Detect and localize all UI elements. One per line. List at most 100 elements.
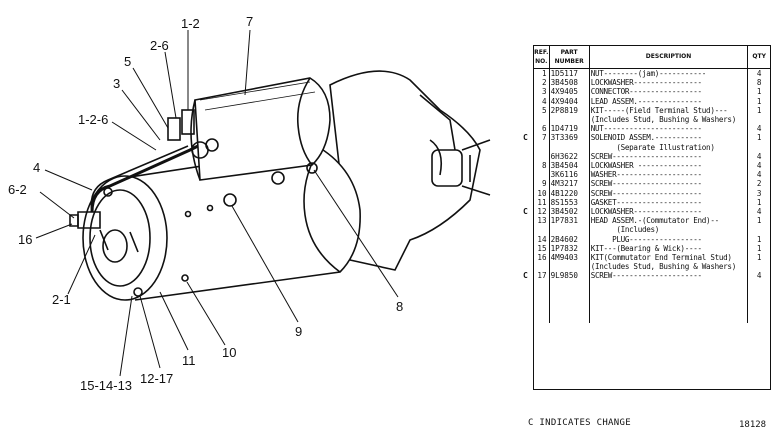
change-marker: C (523, 133, 528, 143)
cell-qty: 4 (747, 161, 770, 171)
header-qty: QTY (747, 46, 770, 69)
cell-part: 2P8819 (548, 105, 590, 116)
table-row: (Includes) (534, 225, 770, 235)
cell-ref (534, 170, 549, 179)
cell-part (548, 115, 590, 125)
cell-part: 3B4508 (548, 78, 590, 88)
table-row: (Includes Stud, Bushing & Washers) (534, 262, 770, 272)
callout-10: 10 (222, 345, 236, 360)
blank-cell (534, 281, 549, 323)
cell-ref: 6 (541, 124, 547, 134)
cell-desc: NUT----------------------- (588, 124, 748, 134)
cell-part: 8S1553 (548, 197, 590, 208)
cell-ref: 8 (541, 161, 547, 171)
callout-labels: 7 1-2 2-6 5 3 1-2-6 4 6-2 16 2-1 15-14-1… (8, 14, 403, 393)
cell-part (548, 262, 590, 272)
cell-ref: 10 (537, 188, 547, 198)
cell-part: 3K6116 (548, 170, 590, 180)
cell-ref: 7 (541, 133, 547, 143)
cell-desc: GASKET-------------------- (588, 197, 748, 208)
callout-7: 7 (246, 14, 253, 29)
cell-ref (534, 262, 549, 271)
cell-qty: 1 (747, 243, 770, 254)
cell-desc: SCREW--------------------- (588, 271, 748, 281)
blank-cell (747, 280, 770, 323)
cell-ref: 4 (541, 96, 547, 106)
cell-desc: LOCKWASHER---------------- (588, 78, 748, 88)
cell-ref: 13 (537, 216, 547, 226)
cell-part: 3B4502 (548, 207, 590, 217)
cell-qty: 1 (747, 133, 770, 143)
table-row: (Separate Illustration) (534, 142, 770, 152)
cell-qty: 1 (747, 234, 770, 244)
cell-qty: 1 (747, 197, 770, 208)
cell-part: 3T3369 (548, 133, 590, 143)
cell-ref: 5 (541, 105, 547, 115)
cell-part: 6H3622 (548, 151, 590, 162)
cell-qty: 3 (747, 188, 770, 198)
cell-qty (747, 115, 770, 125)
callout-16: 16 (18, 232, 32, 247)
cell-ref: 14 (537, 234, 547, 244)
cell-part: 1P7831 (548, 216, 590, 226)
cell-desc: LOCKWASHER---------------- (588, 207, 748, 217)
cell-ref: 9 (541, 179, 547, 189)
cell-qty: 4 (747, 68, 770, 79)
cell-desc: SCREW--------------------- (588, 188, 748, 198)
cell-ref: 11 (537, 197, 547, 207)
header-ref-no: REF. NO. (534, 46, 550, 69)
cell-ref: 16 (537, 253, 547, 263)
cell-part: 4B1220 (548, 188, 590, 198)
cell-part: 1D5117 (548, 68, 590, 79)
cell-qty (747, 142, 770, 152)
cell-qty: 8 (747, 78, 770, 88)
cell-ref (534, 152, 549, 161)
cell-desc: KIT---(Bearing & Wick)---- (588, 243, 748, 254)
callout-3: 3 (113, 76, 120, 91)
cell-qty: 1 (747, 216, 770, 226)
callout-8: 8 (396, 299, 403, 314)
cell-qty: 2 (747, 179, 770, 189)
cell-ref (534, 225, 549, 234)
starter-motor-drawing (69, 70, 491, 301)
table-header-row: REF. NO. PART NUMBER DESCRIPTION QTY (534, 46, 770, 69)
table-blank-space (534, 280, 770, 323)
cell-ref (534, 115, 549, 124)
cell-ref: 12 (537, 207, 547, 217)
cell-qty: 1 (747, 105, 770, 116)
cell-qty: 4 (747, 170, 770, 180)
cell-desc: (Includes Stud, Bushing & Washers) (588, 115, 748, 125)
callout-9: 9 (295, 324, 302, 339)
cell-ref: 1 (541, 69, 547, 78)
cell-desc: PLUG----------------- (588, 234, 748, 244)
illustration-number: 18128 (739, 420, 767, 430)
cell-desc: SCREW--------------------- (588, 151, 748, 162)
leader-lines (35, 29, 399, 377)
cell-qty: 1 (747, 87, 770, 97)
cell-part: 4X9404 (548, 96, 590, 106)
cell-qty: 4 (747, 124, 770, 134)
cell-qty: 1 (747, 253, 770, 263)
cell-desc: LEAD ASSEM.--------------- (588, 96, 748, 106)
cell-ref: 2 (541, 78, 547, 88)
blank-cell (548, 280, 590, 323)
cell-qty: 4 (747, 151, 770, 162)
header-part-number: PART NUMBER (548, 46, 590, 69)
starter-motor-illustration: 7 1-2 2-6 5 3 1-2-6 4 6-2 16 2-1 15-14-1… (8, 14, 491, 393)
cell-part: 9L9850 (548, 271, 590, 281)
cell-part: 4X9405 (548, 87, 590, 97)
